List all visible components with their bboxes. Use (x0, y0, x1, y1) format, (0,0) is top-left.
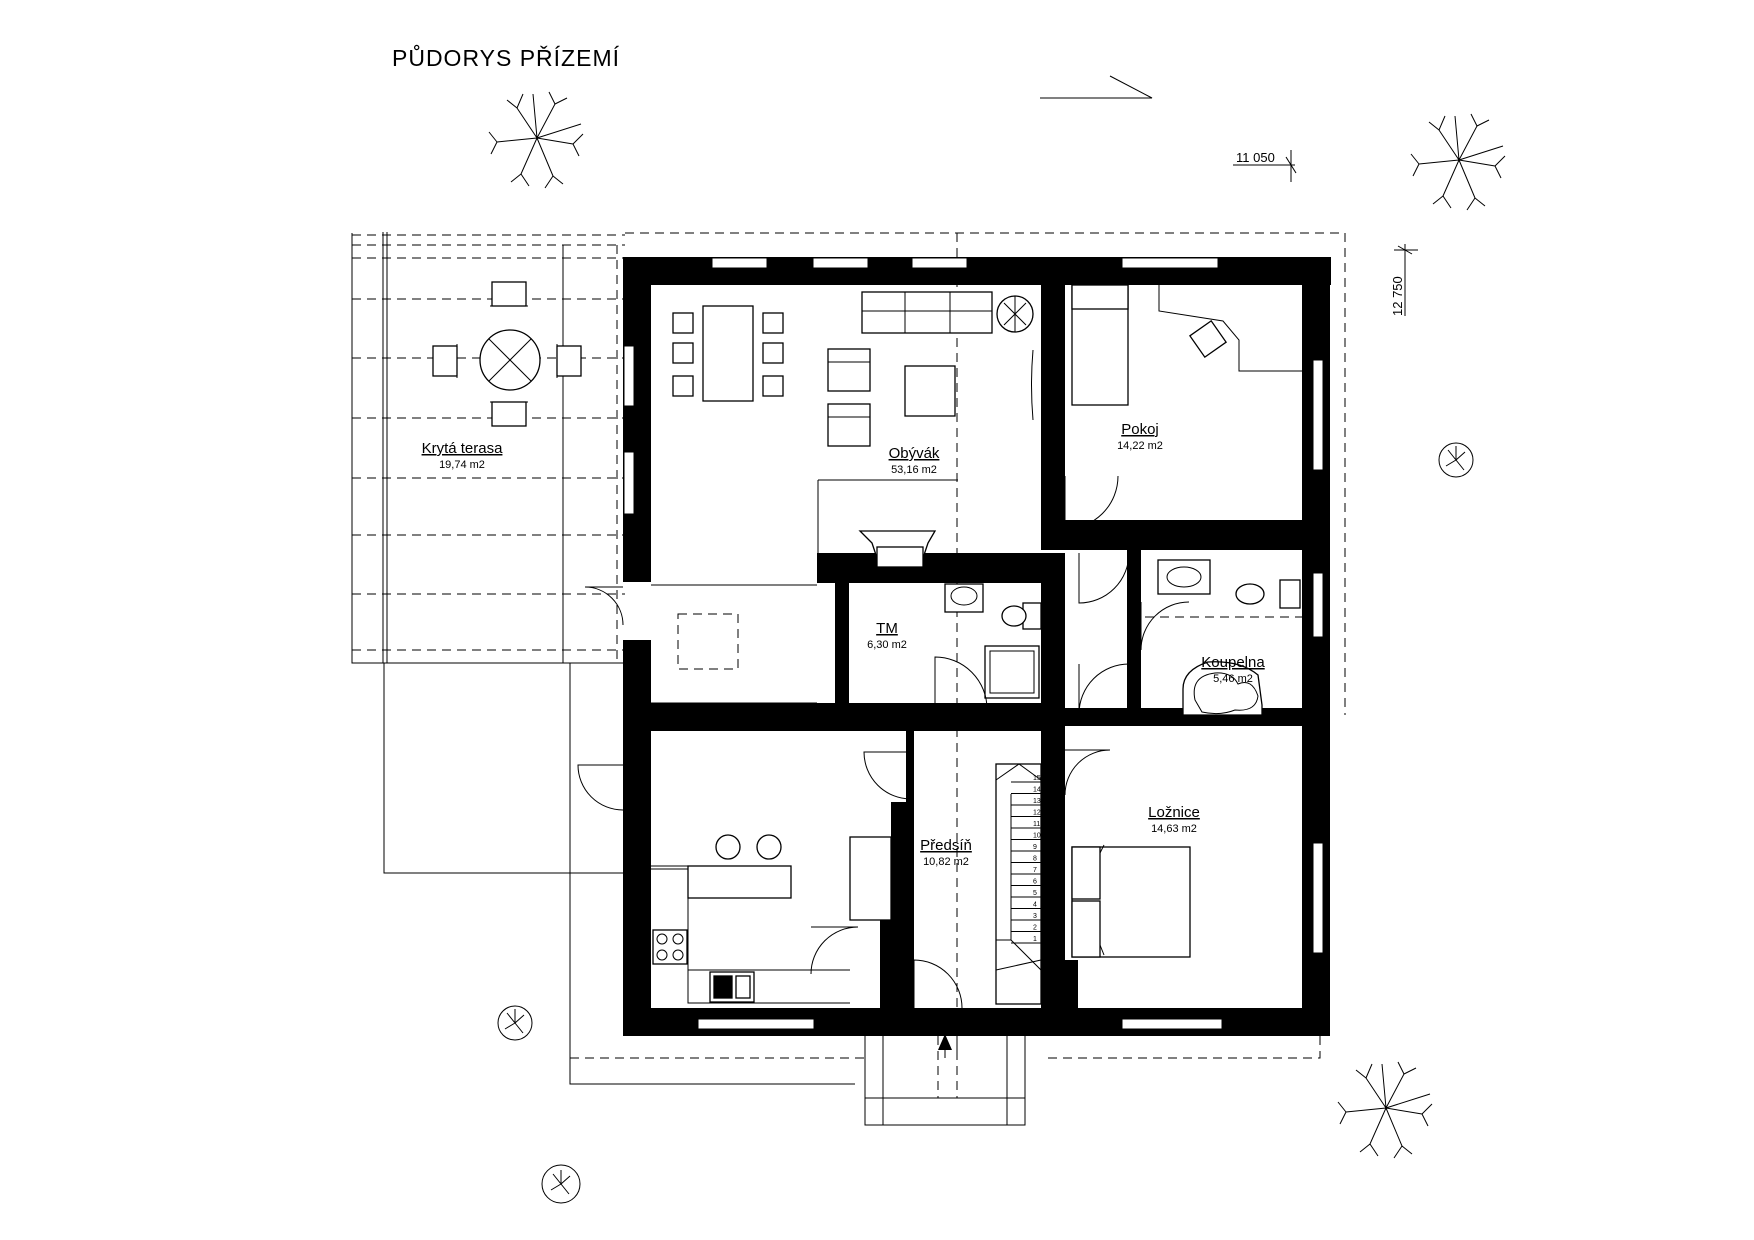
room-label-pokoj: Pokoj 14,22 m2 (1117, 421, 1163, 452)
terrace-chair (556, 344, 582, 378)
dimension-depth: 12 750 (1390, 244, 1418, 316)
shrub-icon (497, 1005, 533, 1041)
stair-step-number: 11 (1033, 821, 1040, 828)
room-label-tm: TM 6,30 m2 (867, 620, 907, 651)
skylight (677, 613, 739, 670)
stair-step-number: 9 (1033, 844, 1037, 851)
room-name: TM (876, 620, 898, 637)
room-name: Ložnice (1148, 804, 1200, 821)
dimension-depth-label: 12 750 (1390, 276, 1405, 316)
tv-unit (1031, 349, 1034, 421)
armchair (827, 348, 871, 392)
room-name: Předsíň (920, 837, 972, 854)
tree-icon (1410, 113, 1506, 211)
stair-step-number: 12 (1033, 810, 1041, 817)
washbasin-icon (944, 583, 984, 613)
stair-step-number: 1 (1033, 936, 1037, 943)
armchair (827, 403, 871, 447)
toilet-icon (1001, 602, 1042, 630)
stair-step-number: 7 (1033, 867, 1037, 874)
dining-chair (762, 342, 784, 364)
dimension-width-label: 11 050 (1236, 150, 1275, 165)
tree-icon (488, 91, 584, 189)
room-area: 5,46 m2 (1213, 673, 1253, 685)
dining-chair (672, 342, 694, 364)
terrace-chair (490, 281, 528, 307)
room-label-obyvak: Obývák 53,16 m2 (889, 445, 940, 476)
terrace-table (479, 329, 541, 391)
fireplace (858, 530, 937, 568)
room-label-predsin: Předsíň 10,82 m2 (920, 837, 972, 868)
kitchen-island (687, 865, 792, 899)
toilet-icon (1235, 579, 1301, 609)
sink-icon (709, 971, 755, 1003)
shower-tray (984, 645, 1040, 699)
room-area: 14,22 m2 (1117, 440, 1163, 452)
entrance-porch (864, 1036, 1026, 1126)
terrace-chair (490, 401, 528, 427)
cooktop-icon (652, 929, 688, 965)
windows (623, 257, 1324, 1030)
desk (1158, 285, 1302, 372)
fridge (849, 836, 892, 921)
room-name: Obývák (889, 445, 940, 462)
room-label-loznice: Ložnice 14,63 m2 (1148, 804, 1200, 835)
terrace-chair (432, 344, 458, 378)
shrub-icon (541, 1164, 581, 1204)
room-label-koupelna: Koupelna 5,46 m2 (1201, 654, 1265, 685)
stair-step-number: 13 (1033, 798, 1041, 805)
washbasin-icon (1157, 559, 1211, 595)
plant-pot-icon (996, 295, 1034, 333)
stair-step-number: 14 (1033, 787, 1041, 794)
terrace-structure (351, 232, 855, 1085)
bathtub-icon (1182, 661, 1263, 716)
stair-step-number: 2 (1033, 925, 1037, 932)
double-bed (1071, 844, 1191, 958)
staircase: 15 14 13 12 11 10 9 8 7 6 5 4 3 2 1 (995, 763, 1042, 1005)
room-label-terasa: Krytá terasa 19,74 m2 (422, 440, 504, 471)
stair-step-number: 10 (1033, 833, 1041, 840)
stair-step-number: 3 (1033, 913, 1037, 920)
stair-step-number: 6 (1033, 879, 1037, 886)
room-name: Koupelna (1201, 654, 1265, 671)
dining-chair (762, 375, 784, 397)
bar-stool (756, 834, 782, 860)
room-area: 19,74 m2 (439, 459, 485, 471)
stair-step-number: 4 (1033, 902, 1037, 909)
bar-stool (715, 834, 741, 860)
kitchen-counter (651, 865, 850, 1004)
door-swings (577, 475, 1190, 1009)
plan-title: PŮDORYS PŘÍZEMÍ (392, 43, 620, 71)
stair-step-number: 5 (1033, 890, 1037, 897)
walls (623, 257, 1331, 1036)
entrance-arrow-icon (938, 1034, 952, 1058)
dining-chair (672, 375, 694, 397)
bed-single (1071, 284, 1129, 406)
north-arrow-icon (1040, 75, 1153, 99)
sofa (861, 291, 993, 334)
room-area: 53,16 m2 (891, 464, 937, 476)
dining-chair (762, 312, 784, 334)
room-name: Pokoj (1121, 421, 1159, 438)
shrub-icon (1438, 442, 1474, 478)
coffee-table (904, 365, 956, 417)
room-area: 10,82 m2 (923, 856, 969, 868)
dimension-width: 11 050 (1233, 150, 1297, 182)
room-area: 14,63 m2 (1151, 823, 1197, 835)
room-area: 6,30 m2 (867, 639, 907, 651)
room-name: Krytá terasa (422, 440, 504, 457)
stair-step-number: 8 (1033, 856, 1037, 863)
stair-step-number: 15 (1033, 775, 1041, 782)
dining-table (702, 305, 754, 402)
dining-chair (672, 312, 694, 334)
tree-icon (1337, 1061, 1433, 1159)
